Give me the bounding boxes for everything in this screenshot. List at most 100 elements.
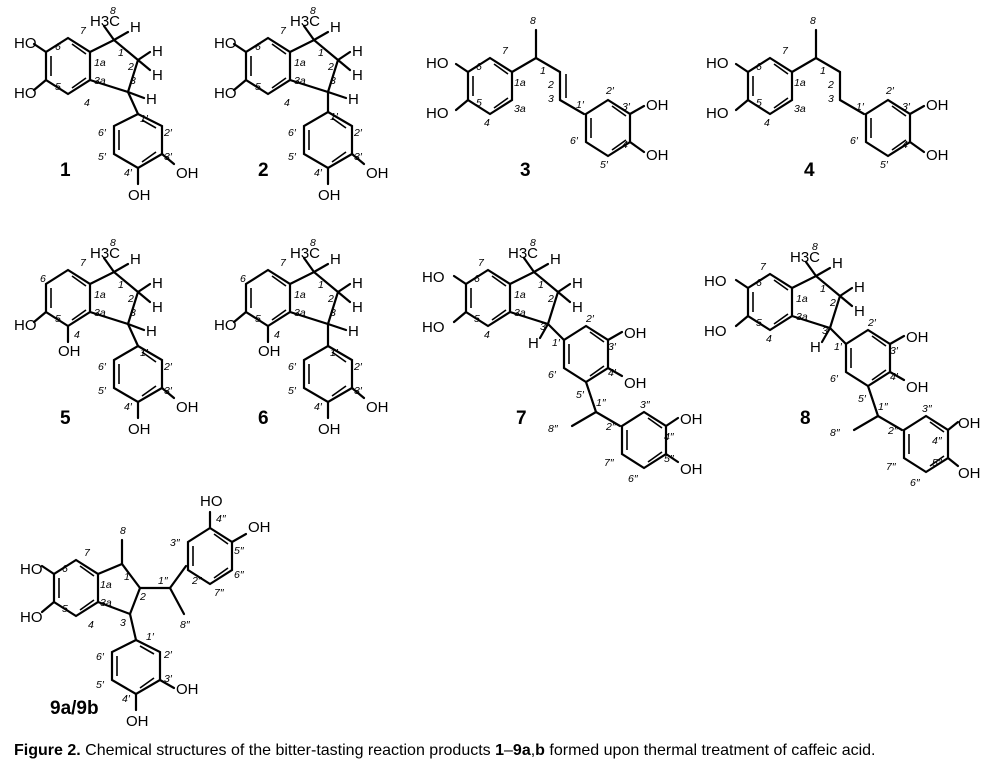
compound-number: 5 — [60, 408, 71, 429]
position-number: 5′ — [288, 385, 297, 397]
hydrogen-label: H — [352, 43, 363, 60]
hydrogen-label: H — [528, 335, 539, 352]
hydrogen-label: H — [130, 19, 141, 36]
hydroxyl-label: HO — [14, 317, 37, 334]
position-number: 5 — [255, 313, 261, 325]
hydroxyl-label: OH — [926, 147, 949, 164]
hydroxyl-label: HO — [20, 609, 43, 626]
hydrogen-label: H — [348, 91, 359, 108]
position-number: 2′ — [163, 361, 173, 373]
position-number: 8 — [110, 5, 116, 17]
hydroxyl-label: HO — [706, 55, 729, 72]
methyl-label: H3C — [90, 13, 120, 30]
hydroxyl-label: OH — [366, 165, 389, 182]
position-number: 3a — [514, 307, 526, 319]
position-number: 1a — [294, 289, 306, 301]
position-number: 6′ — [98, 361, 107, 373]
position-number: 6′ — [548, 369, 557, 381]
position-number: 5′ — [880, 159, 889, 171]
position-number: 5′ — [858, 393, 867, 405]
position-number: 6′ — [288, 361, 297, 373]
position-number: 2′ — [163, 127, 173, 139]
hydrogen-label: H — [330, 19, 341, 36]
hydrogen-label: H — [572, 299, 583, 316]
position-number: 2 — [827, 79, 834, 91]
position-number: 3′ — [164, 673, 173, 685]
position-number: 4′ — [124, 167, 133, 179]
hydroxyl-label: HO — [14, 85, 37, 102]
hydroxyl-label: OH — [958, 415, 981, 432]
position-number: 6′ — [98, 127, 107, 139]
position-number: 6′ — [830, 373, 839, 385]
hydroxyl-label: OH — [318, 421, 341, 438]
hydroxyl-label: OH — [958, 465, 981, 482]
hydrogen-label: H — [832, 255, 843, 272]
compound-number: 6 — [258, 408, 269, 429]
position-number: 8′′ — [180, 619, 191, 631]
position-number: 1′ — [146, 631, 155, 643]
position-number: 1a — [294, 57, 306, 69]
position-number: 2′ — [353, 127, 363, 139]
structure-4: HO HO OH OH 8 7 6 5 4 3a 1a 1 2 3 1′ 2′ … — [706, 15, 949, 181]
position-number: 5 — [55, 313, 61, 325]
position-number: 6 — [476, 61, 482, 73]
position-number: 1 — [318, 47, 324, 59]
hydroxyl-label: HO — [214, 317, 237, 334]
position-number: 8′′ — [548, 423, 559, 435]
structure-1: HO HO H3C H H H H OH OH 8 7 6 5 4 1a 3a … — [14, 5, 199, 204]
position-number: 1a — [796, 293, 808, 305]
position-number: 3′ — [354, 385, 363, 397]
hydroxyl-label: HO — [706, 105, 729, 122]
position-number: 2′′ — [191, 575, 203, 587]
position-number: 6 — [474, 273, 480, 285]
position-number: 1′′ — [596, 397, 607, 409]
hydroxyl-label: OH — [58, 343, 81, 360]
methyl-label: H3C — [790, 249, 820, 266]
position-number: 7′′ — [604, 457, 615, 469]
position-number: 4′ — [314, 401, 323, 413]
hydroxyl-label: OH — [906, 329, 929, 346]
methyl-label: H3C — [90, 245, 120, 262]
hydrogen-label: H — [352, 299, 363, 316]
position-number: 5′ — [600, 159, 609, 171]
position-number: 3 — [130, 75, 136, 87]
hydroxyl-label: OH — [906, 379, 929, 396]
position-number: 1′ — [330, 347, 339, 359]
position-number: 5 — [476, 97, 482, 109]
hydroxyl-label: OH — [680, 411, 703, 428]
position-number: 6 — [756, 277, 762, 289]
position-number: 4 — [484, 329, 490, 341]
position-number: 1′ — [576, 99, 585, 111]
position-number: 1′′ — [878, 401, 889, 413]
position-number: 3 — [330, 307, 336, 319]
position-number: 1 — [118, 279, 124, 291]
caption-bold-1: 1 — [495, 742, 505, 759]
position-number: 8 — [110, 237, 116, 249]
hydrogen-label: H — [352, 67, 363, 84]
position-number: 3a — [294, 75, 306, 87]
position-number: 1′ — [834, 341, 843, 353]
structure-7: HO HO H3C H H H H OH OH OH OH 8 7 6 5 4 … — [422, 237, 703, 485]
structure-6: HO OH H3C H H H H OH OH 8 7 6 5 4 1a 3a … — [214, 237, 389, 438]
position-number: 7 — [760, 261, 767, 273]
compound-number: 1 — [60, 160, 71, 181]
position-number: 5′ — [576, 389, 585, 401]
position-number: 6 — [756, 61, 762, 73]
position-number: 1a — [514, 77, 526, 89]
position-number: 8 — [310, 5, 316, 17]
position-number: 3′′ — [640, 399, 651, 411]
caption-comma: , — [530, 742, 536, 759]
hydroxyl-label: HO — [14, 35, 37, 52]
hydrogen-label: H — [854, 279, 865, 296]
hydroxyl-label: OH — [926, 97, 949, 114]
position-number: 7′′ — [886, 461, 897, 473]
position-number: 5 — [62, 603, 68, 615]
position-number: 4′ — [124, 401, 133, 413]
position-number: 5′′ — [932, 457, 943, 469]
position-number: 3′ — [354, 151, 363, 163]
compound-number: 2 — [258, 160, 269, 181]
position-number: 5′ — [96, 679, 105, 691]
hydroxyl-label: OH — [176, 399, 199, 416]
position-number: 1 — [118, 47, 124, 59]
